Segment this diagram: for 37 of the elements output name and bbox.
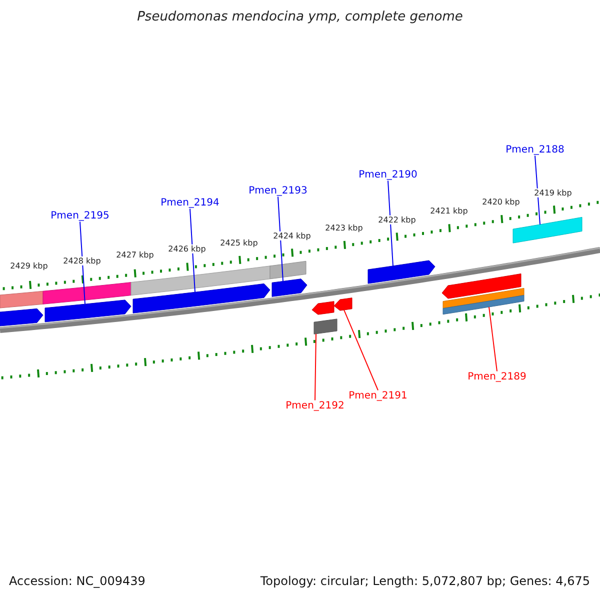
footer-text: Accession: NC_009439 <box>9 575 146 589</box>
scale-label: 2424 kbp <box>273 231 311 241</box>
scale-label: 2420 kbp <box>482 197 520 207</box>
gene-label: Pmen_2190 <box>358 169 418 181</box>
scale-label: 2419 kbp <box>534 188 572 198</box>
gene-label: Pmen_2189 <box>468 371 526 383</box>
leader-line <box>344 309 378 391</box>
scale-label: 2422 kbp <box>378 215 416 225</box>
gene-label: Pmen_2188 <box>506 144 564 156</box>
gene-block <box>44 300 132 322</box>
gene-label: Pmen_2193 <box>248 185 308 197</box>
scale-label: 2427 kbp <box>116 250 154 260</box>
footer-text: Topology: circular; Length: 5,072,807 bp; Genes: 4,675 <box>260 575 590 589</box>
gene-block <box>272 278 308 297</box>
gene-block <box>334 298 352 311</box>
scale-label: 2428 kbp <box>63 256 101 266</box>
scale-label: 2429 kbp <box>10 261 48 271</box>
gene-block <box>132 283 270 314</box>
chart-title: Pseudomonas mendocina ymp, complete genome <box>137 10 463 26</box>
leader-line <box>80 221 86 305</box>
leader-line <box>388 180 394 266</box>
scale-label: 2425 kbp <box>220 238 258 248</box>
gene-label: Pmen_2192 <box>286 400 344 412</box>
scale-label: 2423 kbp <box>325 223 363 233</box>
leader-line <box>278 196 284 282</box>
gene-label: Pmen_2191 <box>348 390 408 402</box>
scale-label: 2421 kbp <box>430 206 468 216</box>
gene-label: Pmen_2194 <box>160 197 220 209</box>
gene-label: Pmen_2195 <box>50 210 110 222</box>
gene-block <box>368 260 436 284</box>
leader-line <box>534 155 540 225</box>
feature-band <box>512 216 582 244</box>
leader-line <box>190 208 196 293</box>
feature-band <box>314 318 338 334</box>
leader-line <box>314 333 316 401</box>
scale-label: 2426 kbp <box>168 244 206 254</box>
feature-band <box>442 294 524 315</box>
